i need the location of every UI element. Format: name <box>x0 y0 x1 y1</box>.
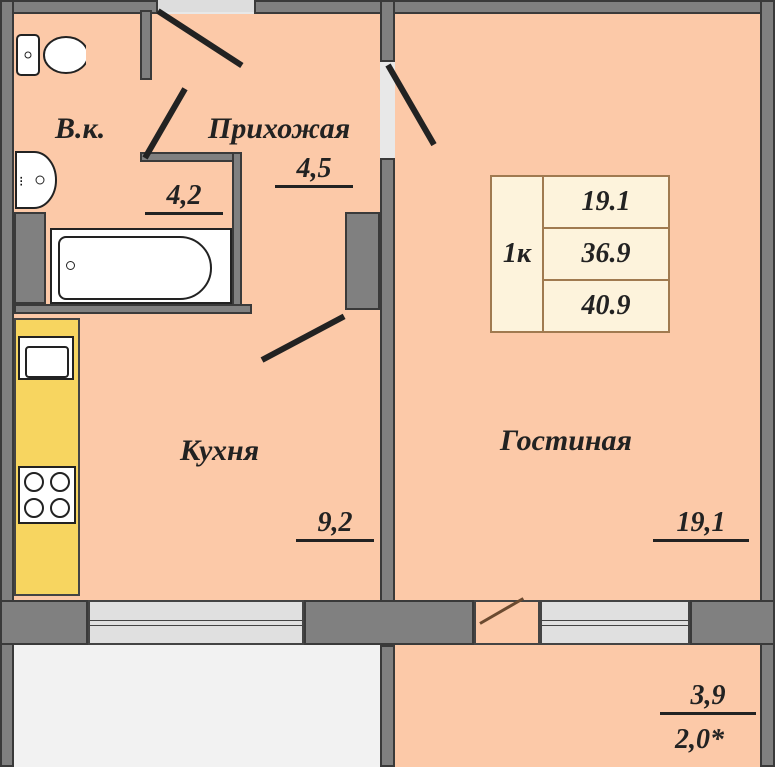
living-area-value: 19.1 <box>544 177 668 229</box>
svg-text:⁝: ⁝ <box>19 175 23 190</box>
bathroom-wall-bottom <box>14 304 252 314</box>
bathroom-area: 4,2 <box>145 180 223 215</box>
balcony-reduced-area: 2,0* <box>675 724 724 755</box>
hallway-label: Прихожая <box>208 112 351 145</box>
balcony-floor <box>395 645 760 767</box>
stove-icon <box>18 466 76 524</box>
bottom-wall-left <box>0 600 88 645</box>
kitchen-sink-icon <box>18 336 74 380</box>
shaft <box>345 212 380 310</box>
balcony-left-wall <box>380 645 395 767</box>
bathroom-wall-h <box>140 152 242 162</box>
entrance-door-opening <box>158 0 254 12</box>
right-wall <box>760 0 775 767</box>
bottom-wall-right <box>690 600 775 645</box>
living-area: 19,1 <box>653 507 749 542</box>
bathroom-label: В.к. <box>55 112 106 145</box>
neighbor-area <box>14 645 380 767</box>
hallway-area: 4,5 <box>275 153 353 188</box>
total-area-with-balcony-value: 40.9 <box>581 290 631 321</box>
toilet-icon <box>16 33 89 77</box>
living-label: Гостиная <box>500 424 633 457</box>
balcony-area: 3,9 <box>660 680 756 715</box>
partition-hall-living <box>380 158 395 608</box>
room-count: 1к <box>492 177 544 331</box>
kitchen-window <box>88 600 304 645</box>
top-wall-right <box>254 0 775 14</box>
bottom-wall-mid <box>304 600 474 645</box>
bath-shaft <box>14 212 46 304</box>
total-area-value: 36.9 <box>544 229 668 281</box>
sink-icon: ⁝ <box>14 150 58 210</box>
kitchen-label: Кухня <box>180 434 260 467</box>
partition-hall-living-top <box>380 0 395 62</box>
left-wall <box>0 0 14 767</box>
kitchen-area: 9,2 <box>296 507 374 542</box>
bathtub-icon <box>50 228 232 304</box>
living-window <box>540 600 690 645</box>
apartment-summary-box: 1к 19.1 36.9 40.9 <box>490 175 670 333</box>
bathroom-wall-stub <box>140 10 152 80</box>
bathroom-wall-v <box>232 152 242 312</box>
top-wall-left <box>0 0 158 14</box>
